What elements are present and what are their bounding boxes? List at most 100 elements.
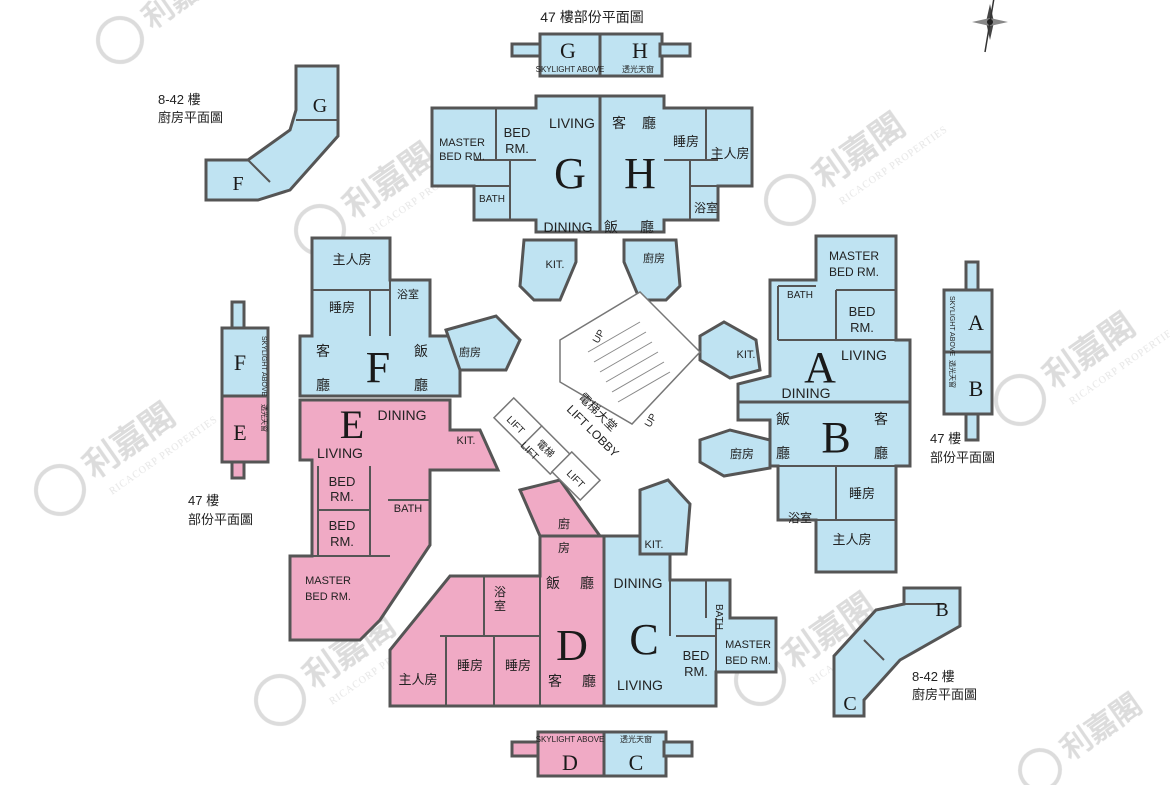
room-label: 廳 (582, 673, 596, 689)
room-label: RM. (330, 534, 354, 549)
skylight-dc: SKYLIGHT ABOVE 透光天窗 D C (510, 730, 694, 778)
room-label: BED RM. (305, 591, 351, 603)
kitchen-unit-g: G (313, 95, 327, 117)
room-label: BED (683, 648, 710, 663)
unit-e: E DINING LIVING KIT. BED RM. BED RM. BAT… (288, 398, 501, 642)
room-label: 廳 (874, 445, 888, 461)
skylight-note: 透光天窗 (948, 360, 957, 388)
room-label: BATH (713, 604, 724, 630)
skylight-gh: G H SKYLIGHT ABOVE 透光天窗 (510, 32, 692, 78)
skylight-note: SKYLIGHT ABOVE (948, 296, 955, 357)
room-label: 浴室 (788, 510, 812, 525)
room-label: 客 (612, 115, 626, 131)
room-label: 飯 (414, 343, 428, 359)
skylight-note: 透光天窗 (260, 404, 269, 432)
room-label: KIT. (737, 349, 756, 361)
room-label: MASTER (829, 249, 879, 263)
room-label: 室 (494, 598, 506, 613)
skylight-note: SKYLIGHT ABOVE (260, 336, 267, 397)
room-label: DINING (782, 385, 831, 401)
room-label: DINING (614, 575, 663, 591)
floor-label-right-1: 47 樓 (930, 431, 961, 446)
unit-h: 客 廳 H 飯 廳 睡房 主人房 浴室 (598, 94, 754, 235)
stair-up-label: UP (643, 412, 660, 430)
watermark-logo-icon: 利嘉閣 RICACORP PROPERTIES (34, 396, 220, 516)
skylight-unit-a: A (968, 310, 984, 335)
skylight-unit-d: D (562, 750, 578, 775)
room-label: RM. (684, 664, 708, 679)
room-label: LIVING (617, 677, 663, 693)
compass-icon (972, 0, 1008, 53)
watermark-logo-icon: 利嘉閣 (96, 0, 230, 64)
skylight-unit-e: E (233, 420, 246, 445)
room-label: 廚房 (643, 251, 665, 265)
room-label: MASTER (439, 137, 485, 149)
unit-b: 飯 廳 B 客 廳 浴室 睡房 主人房 (736, 400, 912, 574)
skylight-ab: A B SKYLIGHT ABOVE 透光天窗 (942, 260, 994, 442)
kitchen-unit-f: F (232, 173, 243, 195)
room-label: MASTER (305, 575, 351, 587)
room-label: LIVING (317, 445, 363, 461)
unit-d: 廚 房 飯 廳 浴 室 D 主人房 睡房 睡房 客 廳 (388, 478, 606, 708)
kitchen-label-1: 8-42 樓 (158, 92, 201, 107)
unit-g: MASTER BED RM. BED RM. BATH LIVING G DIN… (430, 94, 602, 235)
room-label: BATH (479, 194, 505, 205)
room-label: DINING (544, 219, 593, 235)
room-label: 主人房 (332, 252, 371, 267)
room-label: 浴 (494, 585, 506, 599)
kitchen-unit-b: B (935, 599, 948, 621)
room-label: KIT. (457, 435, 476, 447)
room-label: 睡房 (849, 486, 875, 501)
room-label: 主人房 (398, 672, 437, 687)
skylight-unit-h: H (632, 38, 648, 63)
room-label: 廳 (776, 445, 790, 461)
floor-label-left-1: 47 樓 (188, 493, 219, 508)
room-label: BED (329, 474, 356, 489)
skylight-note: SKYLIGHT ABOVE (536, 65, 605, 74)
skylight-unit-b: B (969, 376, 984, 401)
room-label: 廚房 (730, 446, 754, 461)
room-label: RM. (850, 320, 874, 335)
floor-label-left-2: 部份平面圖 (188, 512, 253, 527)
core-area: UP UP 電梯大堂 LIFT LOBBY LIFT LIFT 電梯 LIFT (492, 291, 702, 502)
room-label: 客 (316, 343, 330, 359)
skylight-fe: F E SKYLIGHT ABOVE 透光天窗 (220, 300, 270, 480)
room-label: BED (849, 304, 876, 319)
floor-label-top: 47 樓部份平面圖 (540, 9, 643, 25)
unit-letter-b: B (821, 413, 850, 462)
room-label: BATH (394, 503, 423, 515)
room-label: 廚房 (459, 345, 481, 359)
room-label: BED (504, 125, 531, 140)
watermark-logo-icon: 利嘉閣 (1018, 687, 1149, 785)
room-label: MASTER (725, 639, 771, 651)
room-label: 廳 (414, 377, 428, 393)
room-label: 客 (874, 411, 888, 427)
room-label: 浴室 (694, 200, 718, 215)
room-label: 飯 (776, 411, 790, 427)
watermark-logo-icon: 利嘉閣 RICACORP PROPERTIES (764, 106, 950, 226)
watermark-text: 利嘉閣 (136, 0, 230, 36)
unit-c: DINING BATH C BED RM. MASTER BED RM. LIV… (602, 534, 778, 708)
room-label: 客 (548, 673, 562, 689)
unit-b-kitchen: 廚房 (698, 428, 772, 478)
skylight-note: SKYLIGHT ABOVE (536, 735, 605, 744)
unit-letter-e: E (340, 402, 364, 447)
unit-c-kitchen: KIT. (638, 478, 692, 556)
stair-treads (587, 321, 671, 403)
room-label: RM. (330, 489, 354, 504)
unit-letter-g: G (554, 149, 586, 198)
skylight-unit-f: F (234, 350, 246, 375)
room-label: 廳 (580, 575, 594, 591)
room-label: 廳 (316, 377, 330, 393)
room-label: 廳 (640, 219, 654, 235)
unit-g-kitchen: KIT. (518, 238, 578, 302)
room-label: 飯 (604, 219, 618, 235)
room-label: 睡房 (505, 658, 531, 673)
unit-letter-c: C (629, 615, 658, 664)
unit-a: MASTER BED RM. BATH BED RM. A LIVING DIN… (736, 234, 912, 404)
unit-f: 主人房 睡房 浴室 客 廳 F 飯 廳 (298, 236, 462, 398)
room-label: 睡房 (457, 658, 483, 673)
room-label: BED RM. (725, 655, 771, 667)
room-label: 浴室 (397, 287, 419, 301)
